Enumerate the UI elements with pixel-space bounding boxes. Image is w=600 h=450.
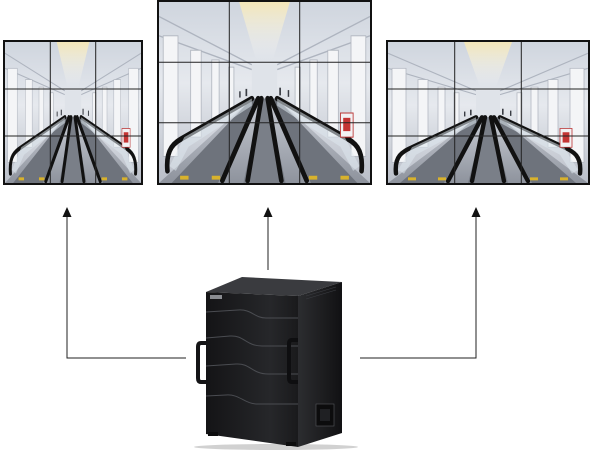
controller-top	[206, 277, 342, 296]
signal-connectors	[66, 215, 477, 359]
arrowhead-center	[263, 207, 273, 217]
arrowhead-left	[62, 207, 72, 217]
video-wall-center	[157, 0, 372, 185]
video-wall-left	[3, 40, 143, 185]
connector-right	[360, 215, 477, 359]
video-wall-controller	[194, 277, 358, 450]
controller-brand-badge	[210, 295, 222, 299]
controller-handle-right	[287, 338, 298, 384]
controller-handle-left	[196, 341, 206, 384]
connector-left	[66, 215, 186, 359]
arrowhead-right	[471, 207, 481, 217]
video-wall-right	[386, 40, 590, 185]
